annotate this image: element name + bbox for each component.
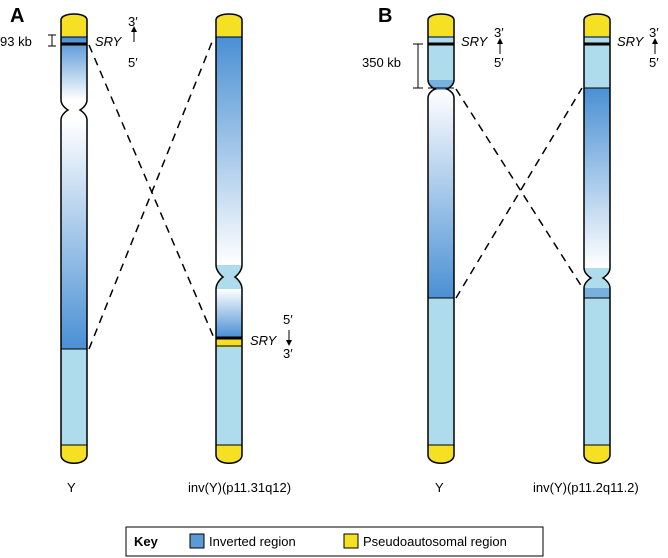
size-bracket-a xyxy=(48,34,56,47)
pseudoautosomal-swatch xyxy=(343,533,359,549)
orient-bottom-b-inv: 5′ xyxy=(649,55,659,70)
arrow-down-icon xyxy=(286,330,292,346)
key-title: Key xyxy=(134,534,159,549)
orient-top-b-y: 3′ xyxy=(494,25,504,40)
orient-bottom-b-y: 5′ xyxy=(494,55,504,70)
size-label-a: 93 kb xyxy=(0,34,32,49)
chromosome-b-inv xyxy=(583,13,611,464)
chromosome-b-y xyxy=(427,13,455,464)
orient-top-a-y: 3′ xyxy=(128,14,138,29)
arrow-up-icon xyxy=(131,26,137,42)
orient-bottom-a-y: 5′ xyxy=(128,55,138,70)
key-item-inverted: Inverted region xyxy=(209,534,296,549)
chromosome-label-b-y: Y xyxy=(435,480,444,495)
key-item-pseudoautosomal: Pseudoautosomal region xyxy=(363,534,507,549)
chromosome-label-a-y: Y xyxy=(67,480,76,495)
size-bracket-b xyxy=(413,43,423,89)
panel-a-letter: A xyxy=(10,5,24,27)
panel-b-letter: B xyxy=(378,5,392,27)
gene-label-a-y: SRY xyxy=(95,34,123,49)
chromosome-a-y xyxy=(60,13,88,464)
inversion-lines-b xyxy=(455,87,583,299)
key-legend: Key Inverted region Pseudoautosomal regi… xyxy=(125,526,544,557)
orient-bottom-a-inv: 3′ xyxy=(283,346,293,361)
orient-top-b-inv: 3′ xyxy=(649,25,659,40)
size-label-b: 350 kb xyxy=(362,55,401,70)
gene-label-b-y: SRY xyxy=(461,34,489,49)
chromosome-label-b-inv: inv(Y)(p11.2q11.2) xyxy=(533,480,639,495)
gene-label-b-inv: SRY xyxy=(617,34,645,49)
orient-top-a-inv: 5′ xyxy=(283,312,293,327)
chromosome-a-inv xyxy=(215,13,243,464)
arrow-up-icon xyxy=(497,38,503,54)
inversion-lines-a xyxy=(88,36,215,350)
chromosome-label-a-inv: inv(Y)(p11.31q12) xyxy=(188,480,291,495)
arrow-up-icon xyxy=(652,38,658,54)
inverted-region-swatch xyxy=(189,533,205,549)
gene-label-a-inv: SRY xyxy=(250,333,278,348)
